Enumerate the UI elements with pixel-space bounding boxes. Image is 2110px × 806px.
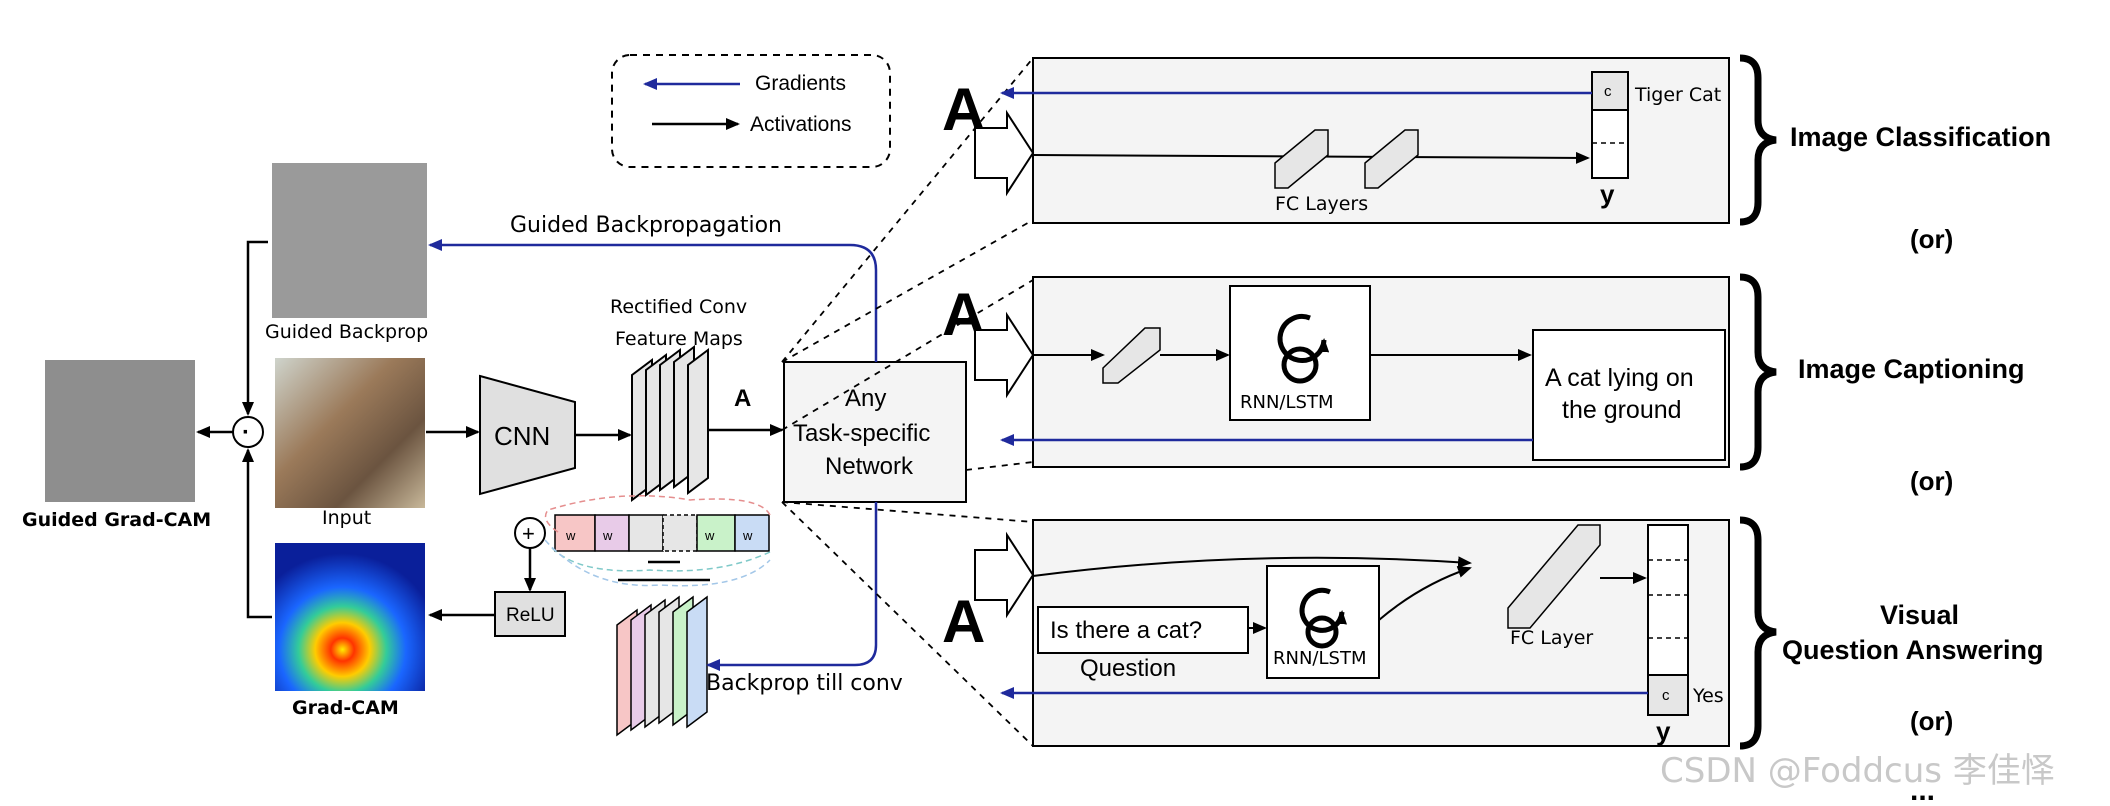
cls-c-label: c bbox=[1604, 83, 1612, 100]
cap-rnn-loop bbox=[1277, 314, 1330, 363]
vqa-act-arrow-1 bbox=[1032, 556, 1472, 577]
vqa-y-label: y bbox=[1656, 716, 1671, 746]
cap-rnn-box bbox=[1229, 285, 1371, 421]
weight-1: w bbox=[565, 528, 576, 543]
guided-backprop-image bbox=[272, 163, 427, 318]
product-dot: · bbox=[242, 419, 250, 446]
caption-line-2: the ground bbox=[1562, 396, 1682, 424]
feature-maps-A-label: A bbox=[734, 385, 751, 412]
guided-gradcam-image bbox=[45, 360, 195, 502]
legend-box bbox=[611, 54, 891, 168]
guided-gradcam-label: Guided Grad-CAM bbox=[22, 509, 211, 531]
vqa-fc-layer-label: FC Layer bbox=[1510, 627, 1593, 649]
cnn-block bbox=[479, 374, 576, 496]
vqa-panel: A Is there a cat? Question RNN/LSTM FC L… bbox=[942, 519, 1730, 747]
fc-layer-1 bbox=[1274, 129, 1329, 189]
classification-panel: A FC Layers c Tiger Cat y bbox=[942, 57, 1730, 224]
task-vqa-1: Visual bbox=[1880, 600, 1959, 630]
gradcam-heatmap bbox=[275, 543, 425, 691]
legend-gradients-label: Gradients bbox=[755, 72, 846, 95]
question-box bbox=[1037, 606, 1249, 654]
input-label: Input bbox=[322, 507, 371, 529]
network-label-2: Task-specific bbox=[793, 420, 930, 447]
weight-2: w bbox=[602, 528, 613, 543]
task-image-captioning: Image Captioning bbox=[1798, 354, 2025, 384]
gradcam-to-product-arrow bbox=[242, 448, 272, 619]
vqa-big-A: A bbox=[942, 588, 985, 655]
guided-backprop-flow-label: Guided Backpropagation bbox=[510, 213, 782, 238]
caption-box bbox=[1532, 329, 1726, 461]
vqa-act-arrow-3 bbox=[1378, 566, 1472, 621]
or-label-2: (or) bbox=[1910, 466, 1953, 496]
relu-box bbox=[494, 591, 566, 637]
weight-n: w bbox=[742, 528, 753, 543]
captioning-input-arrow bbox=[974, 311, 1035, 399]
feature-maps-stack bbox=[631, 345, 709, 502]
relu-label: ReLU bbox=[506, 605, 555, 626]
vqa-rnn-box bbox=[1266, 565, 1380, 679]
question-box-text: Is there a cat? bbox=[1050, 617, 1202, 644]
weighted-feature-maps bbox=[616, 595, 708, 737]
task-braces bbox=[1739, 54, 1777, 750]
gradcam-label: Grad-CAM bbox=[292, 697, 399, 719]
task-image-classification: Image Classification bbox=[1790, 122, 2051, 152]
fan-lines bbox=[781, 57, 1034, 747]
task-vqa-2: Question Answering bbox=[1782, 635, 2044, 665]
guided-backprop-gradient-path bbox=[428, 239, 878, 362]
backprop-till-conv-path bbox=[706, 502, 878, 671]
vqa-input-arrow bbox=[974, 531, 1035, 619]
tiger-cat-label: Tiger Cat bbox=[1634, 84, 1721, 106]
network-label-1: Any bbox=[845, 385, 886, 412]
cnn-label: CNN bbox=[494, 421, 550, 451]
ellipsis: ... bbox=[1910, 774, 1935, 806]
vqa-yes-label: Yes bbox=[1692, 685, 1724, 707]
backprop-till-conv-label: Backprop till conv bbox=[706, 671, 903, 696]
or-label-3: (or) bbox=[1910, 706, 1953, 736]
rect-conv-label-2: Feature Maps bbox=[615, 328, 743, 350]
input-image bbox=[275, 358, 425, 508]
sum-plus: + bbox=[522, 521, 535, 546]
classification-input-arrow bbox=[974, 109, 1035, 197]
vqa-c-label: c bbox=[1662, 687, 1670, 704]
rect-conv-label-1: Rectified Conv bbox=[610, 296, 747, 318]
or-label-1: (or) bbox=[1910, 224, 1953, 254]
vqa-rnn-label: RNN/LSTM bbox=[1273, 648, 1366, 669]
weights-bar: w w w w bbox=[544, 495, 771, 587]
cap-fc-layer bbox=[1102, 327, 1161, 384]
caption-line-1: A cat lying on bbox=[1545, 364, 1694, 392]
weight-n-1: w bbox=[704, 528, 715, 543]
question-label: Question bbox=[1080, 655, 1176, 682]
vqa-fc-layer bbox=[1507, 524, 1601, 629]
fc-layer-2 bbox=[1364, 129, 1419, 189]
cls-y-label: y bbox=[1600, 179, 1615, 209]
captioning-panel: A RNN/LSTM A cat lying on the ground bbox=[942, 276, 1730, 468]
fc-layers-label: FC Layers bbox=[1275, 193, 1368, 215]
cap-rnn-label: RNN/LSTM bbox=[1240, 392, 1333, 413]
guided-backprop-to-product-arrow bbox=[242, 240, 268, 416]
legend: Gradients Activations bbox=[611, 54, 891, 168]
guided-backprop-label: Guided Backprop bbox=[265, 321, 428, 343]
network-label-3: Network bbox=[825, 453, 914, 480]
legend-activations-label: Activations bbox=[750, 113, 852, 136]
task-network-box bbox=[783, 361, 967, 503]
watermark: CSDN @Foddcus 李佳怿 bbox=[1660, 751, 2055, 791]
